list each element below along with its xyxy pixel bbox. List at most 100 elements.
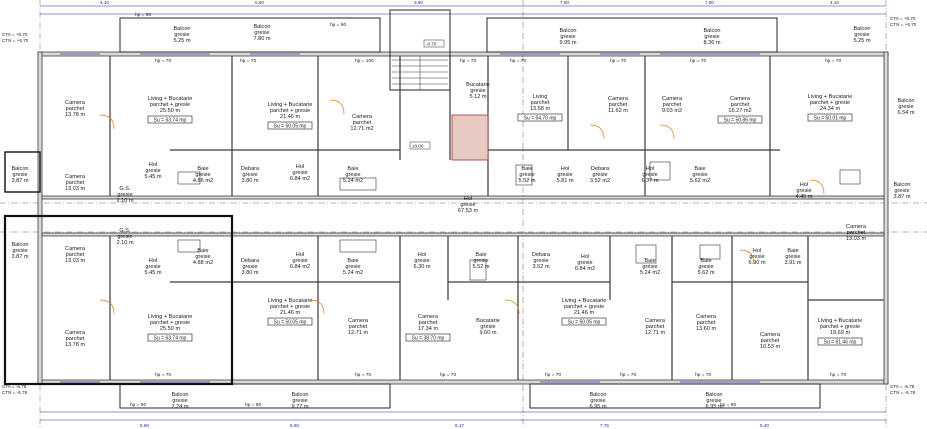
- room-label-line: parchet: [731, 102, 750, 108]
- room-label-line: gresie: [480, 324, 495, 330]
- room-label-line: Camera: [760, 332, 781, 338]
- room-label-line: gresie: [894, 188, 909, 194]
- room-label-line: Camera: [418, 314, 439, 320]
- room-label-line: Debara: [241, 166, 260, 172]
- hp-label: hp = 70: [620, 372, 636, 378]
- windows: [60, 53, 760, 383]
- room-label-line: gresie: [560, 34, 575, 40]
- hp-label: hp = 70: [155, 372, 171, 378]
- room-label-line: Baie: [197, 248, 208, 254]
- room-label-line: Living + Bucatarie: [808, 94, 853, 100]
- room-label-line: parchet: [66, 336, 85, 342]
- room-label-line: Balcon: [253, 24, 270, 30]
- room-label-line: 25.50 m: [160, 108, 181, 114]
- room-label-line: G.S.: [119, 186, 131, 192]
- room-label-line: 6.37 m: [641, 178, 658, 184]
- room-label-line: gresie: [145, 264, 160, 270]
- room-label-line: Balcon: [897, 98, 914, 104]
- room-label-line: 67.53 m: [458, 208, 479, 214]
- room-label-line: parchet: [663, 102, 682, 108]
- room-label-line: 7.24 m: [171, 404, 188, 410]
- room-label-line: Hol: [581, 254, 589, 260]
- dimension-label: 5.60: [140, 423, 149, 428]
- room-label-line: 4.86 m2: [193, 178, 213, 184]
- hp-label: hp = 70: [690, 58, 706, 64]
- room-label-line: gresie: [642, 264, 657, 270]
- room-label-line: 5.24 m2: [343, 178, 363, 184]
- area-label: Su = 50.05 mp: [274, 123, 307, 129]
- room-label-line: 5.24 m2: [343, 270, 363, 276]
- hp-label: hp = 70: [825, 58, 841, 64]
- room-label-line: Camera: [645, 318, 666, 324]
- elevation-marks: -0.70 ±0.00: [409, 39, 445, 150]
- area-box: Su = 61.46 mp: [817, 337, 863, 345]
- room-label-line: Camera: [65, 246, 86, 252]
- room-label-line: 6.54 m: [897, 110, 914, 116]
- room-label-line: parchet: [609, 102, 628, 108]
- room-label-line: 5.62 m2: [690, 178, 710, 184]
- room-label-line: 9.95 m: [559, 40, 576, 46]
- cta-label: CTN = -6.78: [2, 390, 28, 395]
- room-label-line: Balcon: [291, 392, 308, 398]
- room-label-line: gresie: [706, 398, 721, 404]
- room-label-line: parchet: [66, 252, 85, 258]
- room-label-line: Baie: [347, 258, 358, 264]
- dimension-lines: [40, 5, 886, 421]
- room-label-line: gresie: [692, 172, 707, 178]
- room-label-line: Hol: [296, 252, 304, 258]
- staircase: [392, 56, 489, 161]
- room-label-line: 21.46 m: [574, 310, 595, 316]
- area-box: Su = 50.01 mp: [807, 113, 853, 121]
- room-label-line: gresie: [195, 172, 210, 178]
- hp-label: hp = 90: [720, 402, 736, 408]
- room-label-line: 5.25 m: [173, 38, 190, 44]
- room-label-line: 5.24 m2: [640, 270, 660, 276]
- cta-label: CTA = +6.70: [890, 16, 916, 21]
- room-label-line: 13.78 m: [65, 342, 86, 348]
- room-label-line: 3.91 m: [784, 260, 801, 266]
- room-label-line: gresie: [577, 260, 592, 266]
- room-label-line: gresie: [592, 172, 607, 178]
- room-label-line: Camera: [662, 96, 683, 102]
- room-label-line: parchet + gresie: [270, 108, 310, 114]
- room-label-line: Camera: [696, 314, 717, 320]
- cta-label: CTN = +6.70: [890, 22, 917, 27]
- room-label-line: parchet: [697, 320, 716, 326]
- room-label-line: 4.45 m: [795, 194, 812, 200]
- room-label-line: Baie: [197, 166, 208, 172]
- room-label-line: gresie: [519, 172, 534, 178]
- room-label-line: parchet: [847, 230, 866, 236]
- room-label-line: gresie: [174, 32, 189, 38]
- dimension-label: 6.17: [455, 423, 464, 428]
- room-label-line: 3.87 m: [893, 194, 910, 200]
- room-label-line: gresie: [345, 172, 360, 178]
- room-label-line: gresie: [172, 398, 187, 404]
- room-label-line: 12.71 m2: [350, 126, 373, 132]
- room-label-line: 21.46 m: [280, 114, 301, 120]
- room-label-line: 25.50 m: [160, 326, 181, 332]
- hp-label: hp = 90: [245, 402, 261, 408]
- room-label-line: gresie: [195, 254, 210, 260]
- hp-label: hp = 70: [355, 372, 371, 378]
